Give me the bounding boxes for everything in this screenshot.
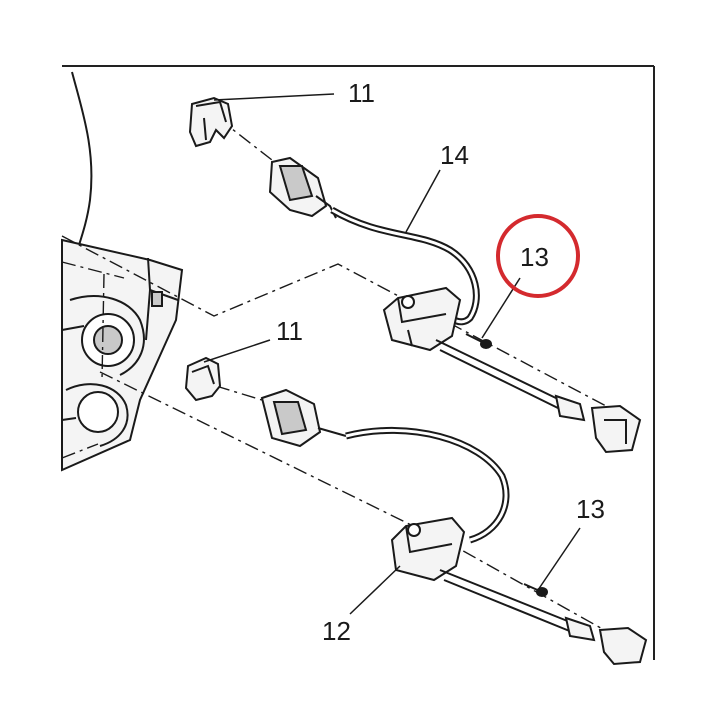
callout-13-lower: 13 — [576, 494, 605, 524]
leader-11-upper — [213, 93, 335, 101]
upper-clip — [188, 96, 234, 148]
lower-harness — [439, 569, 648, 666]
leader-11-lower — [203, 339, 271, 363]
leader-14 — [405, 169, 441, 233]
assembly-lines — [61, 117, 641, 651]
upper-wire — [71, 71, 93, 271]
callout-12: 12 — [322, 616, 351, 646]
lower-bracket — [390, 516, 466, 582]
upper-plug — [268, 156, 337, 219]
callout-11-upper: 11 — [348, 78, 375, 108]
callout-14: 14 — [440, 140, 469, 170]
highlight-circle — [496, 214, 580, 298]
leader-13-lower — [537, 527, 581, 591]
lower-screw — [523, 583, 548, 597]
upper-screw — [465, 333, 492, 349]
lower-clip — [184, 356, 222, 402]
callout-13-upper: 13 — [520, 242, 549, 272]
motor-housing — [61, 238, 184, 472]
drawing-frame — [62, 65, 655, 660]
leader-lines — [203, 93, 581, 615]
lower-plug — [260, 388, 347, 448]
callout-labels: 11 14 13 11 13 12 — [276, 78, 605, 646]
upper-bracket — [382, 286, 462, 352]
callout-11-lower: 11 — [276, 316, 303, 346]
leader-12 — [349, 565, 401, 615]
upper-harness — [435, 339, 642, 454]
